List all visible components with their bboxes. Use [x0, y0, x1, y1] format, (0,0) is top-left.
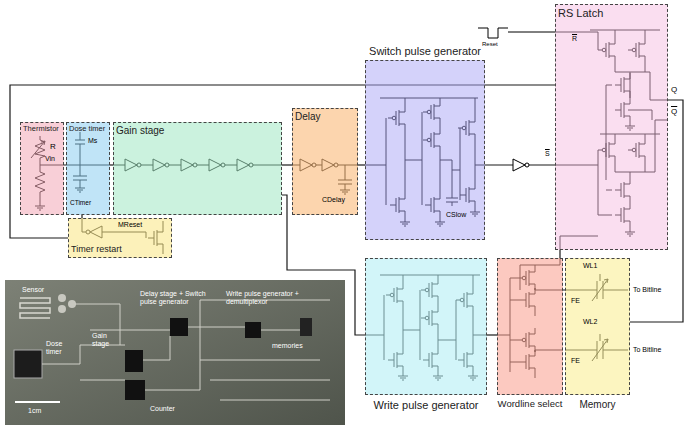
switch-pulse-box: Switch pulse generator: [365, 60, 485, 240]
wire-line: [358, 164, 365, 165]
wire-line: [282, 164, 292, 165]
device-photo: [14, 350, 42, 378]
signal-label: WL1: [583, 262, 597, 270]
inverter-symbol: [513, 159, 529, 171]
block-title: Write pulse generator: [374, 399, 479, 411]
signal-label: To Bitline: [633, 286, 661, 294]
rs-latch-box: RS Latch: [555, 4, 668, 250]
block-title: RS Latch: [558, 7, 603, 19]
device-photo: [125, 380, 145, 400]
thermistor-box: Thermistor: [20, 122, 64, 215]
scale-label: 1cm: [28, 407, 41, 415]
photo-label: Sensor: [22, 286, 44, 294]
write-pulse-box: Write pulse generator: [365, 258, 487, 395]
block-title: Switch pulse generator: [369, 45, 481, 57]
component-label: CDelay: [322, 196, 345, 204]
pin-label: S: [545, 150, 550, 158]
signal-label: Vin: [45, 155, 55, 163]
device-photo: [42, 300, 330, 400]
wire-connector: [358, 165, 365, 166]
photo-label: Counter: [150, 405, 175, 413]
inverter-symbol: [513, 159, 529, 171]
wire-line: [487, 334, 497, 335]
pin-label: R: [572, 35, 577, 43]
pin-label: Q: [671, 108, 677, 117]
signal-label: Reset: [482, 41, 498, 48]
device-photo: [300, 318, 312, 336]
gain-stage-box: Gain stage: [113, 122, 282, 215]
reset-pulse: [478, 28, 555, 38]
device-photo: [15, 401, 60, 403]
memory-box: Memory: [565, 258, 630, 395]
signal-label: To Bitline: [633, 346, 661, 354]
wire-connector: [282, 165, 292, 166]
reset-pulse: [478, 28, 555, 38]
signal-label: WL2: [583, 318, 597, 326]
device-photo: [125, 350, 143, 372]
device-photo: [20, 298, 50, 318]
device-photo: [5, 280, 345, 425]
wire-connector: [560, 250, 561, 258]
wordline-select-box: Wordline select: [497, 258, 563, 395]
device-photo: [68, 300, 76, 308]
pin-label: Q: [671, 86, 677, 95]
component-label: FE: [571, 357, 580, 365]
component-label: CTimer: [70, 199, 91, 206]
photo-label: Gain stage: [92, 332, 124, 347]
photo-label: memories: [272, 342, 303, 350]
device-photo: [58, 305, 66, 313]
component-label: MReset: [118, 221, 142, 229]
block-title: Memory: [579, 399, 615, 410]
component-label: CSlow: [446, 211, 466, 219]
block-title: Thermistor: [23, 125, 59, 133]
photo-label: Dose timer: [46, 340, 78, 355]
device-photo: [170, 318, 188, 336]
wire-connector: [487, 335, 497, 336]
component-label: R: [50, 143, 56, 152]
block-title: Wordline select: [498, 399, 563, 409]
device-photo: [58, 294, 66, 302]
photo-label: Write pulse generator + demultiplexor: [226, 290, 310, 305]
block-title: Timer restart: [71, 245, 122, 255]
block-title: Delay: [295, 111, 321, 122]
component-label: FE: [571, 297, 580, 305]
block-title: Gain stage: [116, 125, 164, 136]
component-label: Ms: [88, 137, 97, 145]
device-photo: [245, 322, 261, 338]
device-photo: [5, 280, 345, 425]
wire-line: [559, 250, 560, 258]
block-title: Dose timer: [69, 125, 105, 133]
photo-label: Delay stage + Switch pulse generator: [140, 290, 218, 305]
